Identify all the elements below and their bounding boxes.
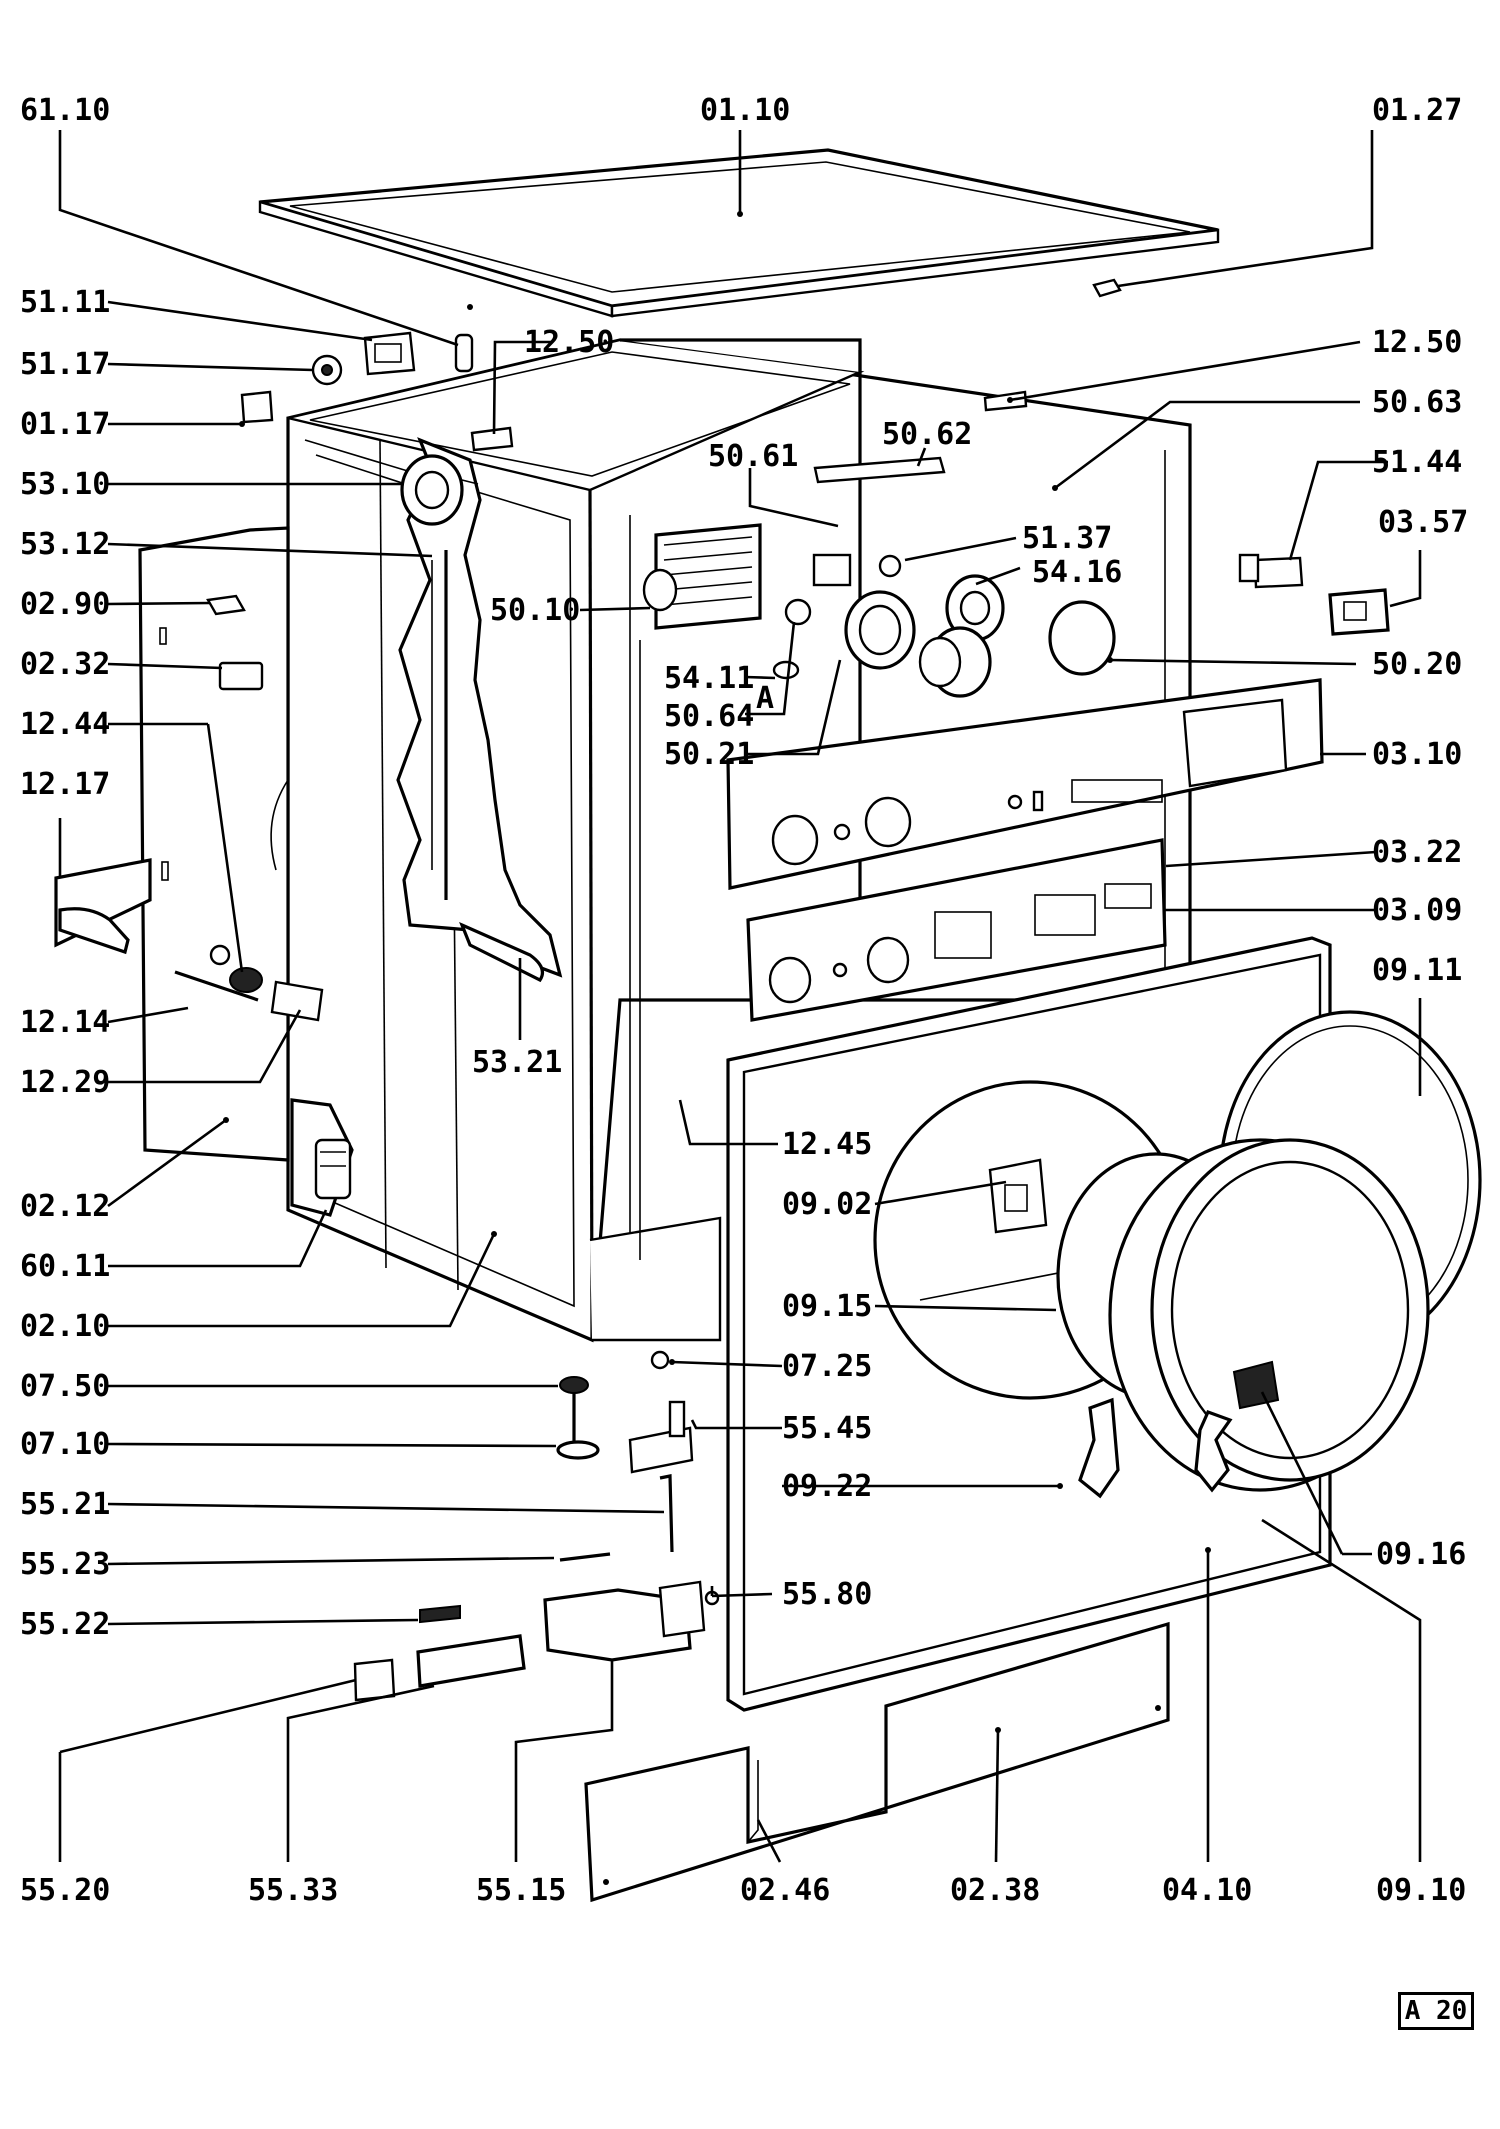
leader-dots <box>223 211 1211 1733</box>
callout-01-17: 01.17 <box>20 407 110 442</box>
callout-09-11: 09.11 <box>1372 953 1462 988</box>
callout-12-29: 12.29 <box>20 1065 110 1100</box>
callout-53-21: 53.21 <box>472 1045 562 1080</box>
part-control-knobs <box>772 456 1116 698</box>
callout-09-15: 09.15 <box>782 1289 872 1324</box>
callout-02-12: 02.12 <box>20 1189 110 1224</box>
callout-55-23: 55.23 <box>20 1547 110 1582</box>
part-cover-clip <box>1092 278 1122 298</box>
callout-12-50-right: 12.50 <box>1372 325 1462 360</box>
leader-lines <box>58 130 1422 1863</box>
callout-09-02: 09.02 <box>782 1187 872 1222</box>
callout-53-10: 53.10 <box>20 467 110 502</box>
callout-55-80: 55.80 <box>782 1577 872 1612</box>
callout-54-11: 54.11 <box>664 661 754 696</box>
callout-50-62: 50.62 <box>882 417 972 452</box>
callout-01-27: 01.27 <box>1372 93 1462 128</box>
callout-51-17: 51.17 <box>20 347 110 382</box>
callout-50-61: 50.61 <box>708 439 798 474</box>
part-programmer <box>642 523 762 630</box>
callout-02-38: 02.38 <box>950 1873 1040 1908</box>
part-rear-panel-clips <box>159 594 264 881</box>
callout-55-33: 55.33 <box>248 1873 338 1908</box>
callout-55-45: 55.45 <box>782 1411 872 1446</box>
part-pressure-switch <box>400 454 479 526</box>
callout-55-21: 55.21 <box>20 1487 110 1522</box>
callout-12-50-left: 12.50 <box>524 325 614 360</box>
callout-01-10: 01.10 <box>700 93 790 128</box>
callout-03-57: 03.57 <box>1378 505 1468 540</box>
callout-03-22: 03.22 <box>1372 835 1462 870</box>
callout-12-44: 12.44 <box>20 707 110 742</box>
part-rear-brackets <box>54 858 324 1022</box>
callout-51-44: 51.44 <box>1372 445 1462 480</box>
callout-12-45: 12.45 <box>782 1127 872 1162</box>
callout-07-50: 07.50 <box>20 1369 110 1404</box>
callout-09-16: 09.16 <box>1376 1537 1466 1572</box>
part-lower-fascia <box>746 838 1167 1022</box>
callout-02-90: 02.90 <box>20 587 110 622</box>
callout-53-12: 53.12 <box>20 527 110 562</box>
callout-55-22: 55.22 <box>20 1607 110 1642</box>
part-feet-and-lock <box>353 1350 720 1702</box>
callout-55-15: 55.15 <box>476 1873 566 1908</box>
callout-09-10: 09.10 <box>1376 1873 1466 1908</box>
callout-50-64: 50.64 <box>664 699 754 734</box>
callout-51-37: 51.37 <box>1022 521 1112 556</box>
part-hose <box>459 921 544 983</box>
callout-07-10: 07.10 <box>20 1427 110 1462</box>
callout-labels: 61.10 01.10 01.27 51.11 12.50 12.50 51.1… <box>20 93 1468 1908</box>
callout-04-10: 04.10 <box>1162 1873 1252 1908</box>
callout-07-25: 07.25 <box>782 1349 872 1384</box>
sheet-id-badge: A 20 <box>1398 1992 1474 2030</box>
callout-54-16: 54.16 <box>1032 555 1122 590</box>
callout-51-11: 51.11 <box>20 285 110 320</box>
callout-09-22: 09.22 <box>782 1469 872 1504</box>
callout-02-10: 02.10 <box>20 1309 110 1344</box>
callout-50-63: 50.63 <box>1372 385 1462 420</box>
part-upper-left-components <box>240 331 1028 452</box>
part-control-fascia <box>726 678 1324 890</box>
callout-55-20: 55.20 <box>20 1873 110 1908</box>
callout-02-46: 02.46 <box>740 1873 830 1908</box>
callout-50-20: 50.20 <box>1372 647 1462 682</box>
part-top-cover <box>258 148 1220 318</box>
part-door-assembly <box>1056 1010 1482 1499</box>
callout-61-10: 61.10 <box>20 93 110 128</box>
part-kick-panel <box>584 1621 1170 1903</box>
part-suppression-filter <box>314 1138 352 1200</box>
callout-50-10: 50.10 <box>490 593 580 628</box>
callout-02-32: 02.32 <box>20 647 110 682</box>
callout-12-14: 12.14 <box>20 1005 110 1040</box>
callout-60-11: 60.11 <box>20 1249 110 1284</box>
callout-03-09: 03.09 <box>1372 893 1462 928</box>
callout-50-21: 50.21 <box>664 737 754 772</box>
part-right-side-switches <box>1238 553 1390 636</box>
callout-A: A <box>756 681 774 716</box>
callout-03-10: 03.10 <box>1372 737 1462 772</box>
callout-12-17: 12.17 <box>20 767 110 802</box>
